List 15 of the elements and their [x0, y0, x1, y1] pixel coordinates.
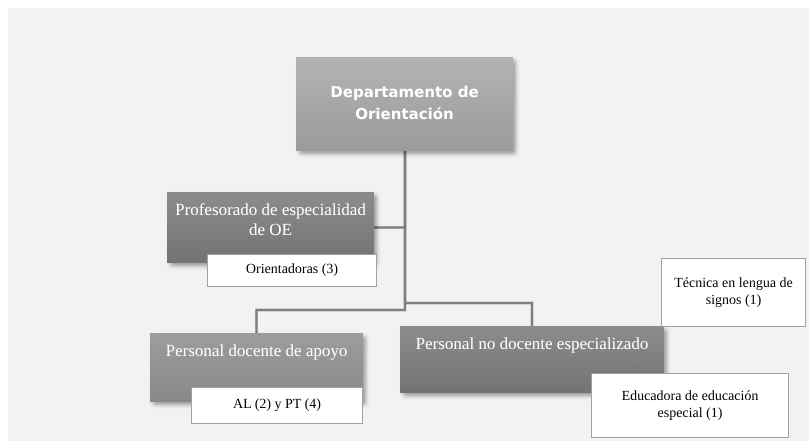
staff-box — [191, 387, 363, 424]
node-label: AL (2) y PT (4) — [233, 397, 321, 414]
node-label: Departamento de Orientación — [329, 82, 480, 125]
node-label: Personal docente de apoyo — [166, 341, 348, 362]
group-box — [167, 192, 374, 263]
department-box — [296, 57, 513, 151]
staff-box — [661, 258, 806, 327]
node-label: Técnica en lengua de signos (1) — [673, 276, 794, 310]
node-label: Orientadoras (3) — [246, 262, 338, 279]
connector-line — [404, 151, 534, 326]
node-label: Educadora de educación especial (1) — [620, 388, 760, 422]
staff-box — [207, 254, 377, 287]
node-label: Personal no docente especializado — [416, 334, 648, 354]
node-label: Profesorado de especialidad de OE — [174, 200, 367, 241]
staff-box — [591, 373, 789, 438]
